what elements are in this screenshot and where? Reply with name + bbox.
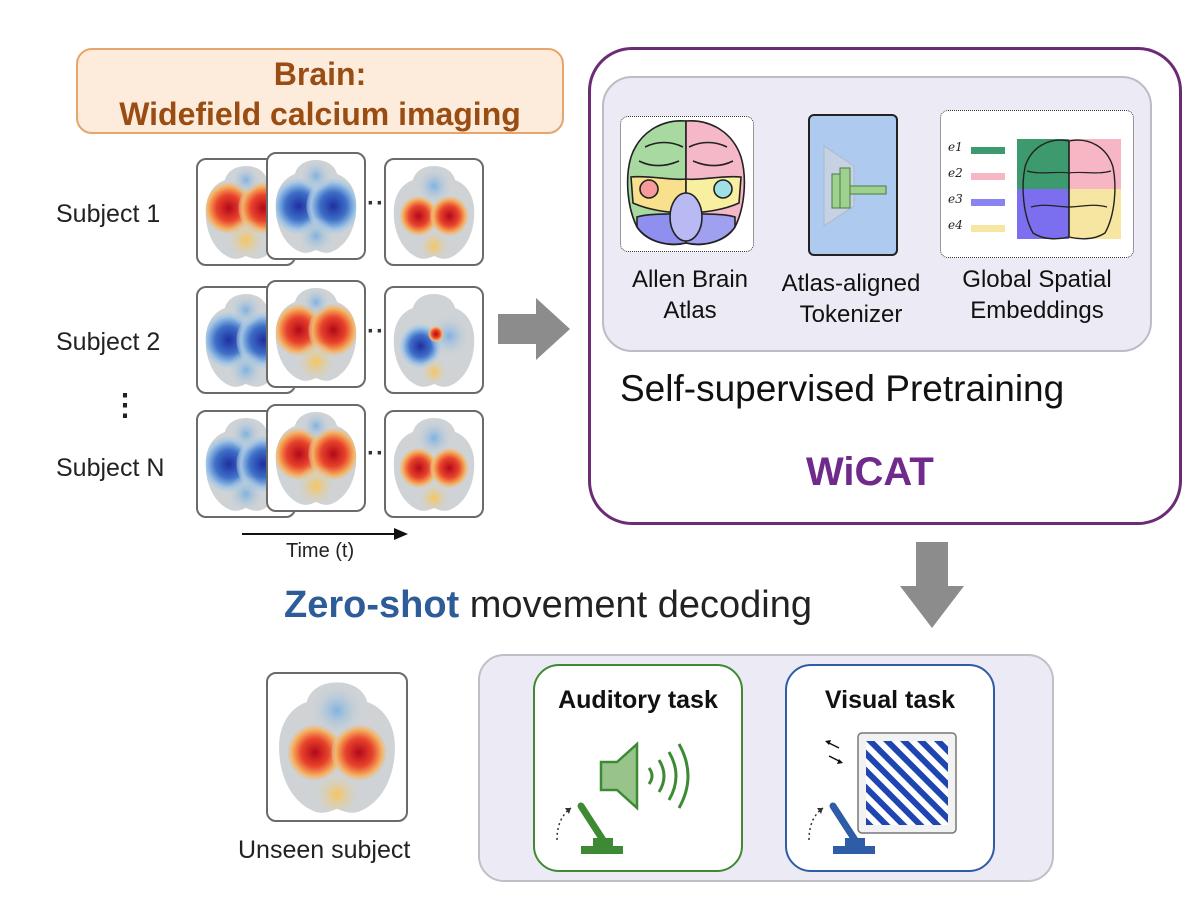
allen-atlas-label: Allen Brain Atlas bbox=[612, 264, 768, 326]
joystick-icon bbox=[556, 802, 623, 854]
embedding-label-3: e3 bbox=[948, 192, 963, 206]
tokenizer-label-line2: Tokenizer bbox=[799, 301, 903, 328]
subject-1-label: Subject 1 bbox=[56, 200, 161, 228]
brain-frame bbox=[384, 286, 484, 394]
unseen-subject-frame bbox=[266, 672, 408, 822]
tokenizer-label: Atlas-aligned Tokenizer bbox=[770, 268, 932, 330]
subject-2-label: Subject 2 bbox=[56, 328, 161, 356]
tokenizer-label-line1: Atlas-aligned bbox=[781, 270, 921, 297]
motion-arrows-icon bbox=[825, 740, 843, 764]
auditory-task-title: Auditory task bbox=[558, 686, 718, 714]
unseen-subject-label: Unseen subject bbox=[238, 836, 411, 864]
embeddings-label-line2: Embeddings bbox=[970, 297, 1104, 324]
brain-title-line1: Brain: bbox=[273, 56, 367, 92]
global-embeddings-icon bbox=[940, 110, 1134, 258]
down-arrow-icon bbox=[900, 542, 964, 628]
visual-task-title: Visual task bbox=[824, 686, 956, 714]
embedding-label-2: e2 bbox=[948, 166, 963, 180]
vertical-ellipsis: ⋮ bbox=[110, 389, 140, 422]
brain-frame bbox=[384, 158, 484, 266]
embedding-label-4: e4 bbox=[948, 218, 963, 232]
brain-title-box: Brain: Widefield calcium imaging bbox=[76, 48, 564, 134]
embeddings-label-line1: Global Spatial bbox=[962, 266, 1112, 293]
zero-shot-title: Zero-shot movement decoding bbox=[284, 584, 812, 627]
allen-atlas-icon bbox=[620, 116, 754, 252]
subject-n-label: Subject N bbox=[56, 454, 165, 482]
pretraining-title: Self-supervised Pretraining bbox=[620, 368, 1065, 409]
brain-frame bbox=[384, 410, 484, 518]
grating-icon bbox=[857, 732, 957, 834]
joystick-icon bbox=[808, 802, 875, 854]
zero-shot-rest: movement decoding bbox=[459, 584, 812, 626]
brain-frame bbox=[266, 280, 366, 388]
auditory-task-card: Auditory task bbox=[533, 664, 743, 872]
zero-shot-highlight: Zero-shot bbox=[284, 584, 460, 626]
embeddings-label: Global Spatial Embeddings bbox=[944, 264, 1130, 326]
allen-atlas-label-line1: Allen Brain bbox=[631, 266, 749, 293]
time-axis-arrow bbox=[242, 528, 408, 540]
speaker-icon bbox=[599, 741, 690, 811]
brain-title-line2: Widefield calcium imaging bbox=[119, 96, 521, 132]
visual-task-card: Visual task bbox=[785, 664, 995, 872]
right-arrow-icon bbox=[498, 298, 570, 360]
tokenizer-icon bbox=[808, 114, 898, 256]
brain-frame bbox=[266, 152, 366, 260]
time-axis-label: Time (t) bbox=[286, 540, 355, 562]
allen-atlas-label-line2: Atlas bbox=[663, 297, 717, 324]
brain-frame bbox=[266, 404, 366, 512]
embedding-label-1: e1 bbox=[948, 140, 963, 154]
wicat-name: WiCAT bbox=[806, 450, 934, 494]
